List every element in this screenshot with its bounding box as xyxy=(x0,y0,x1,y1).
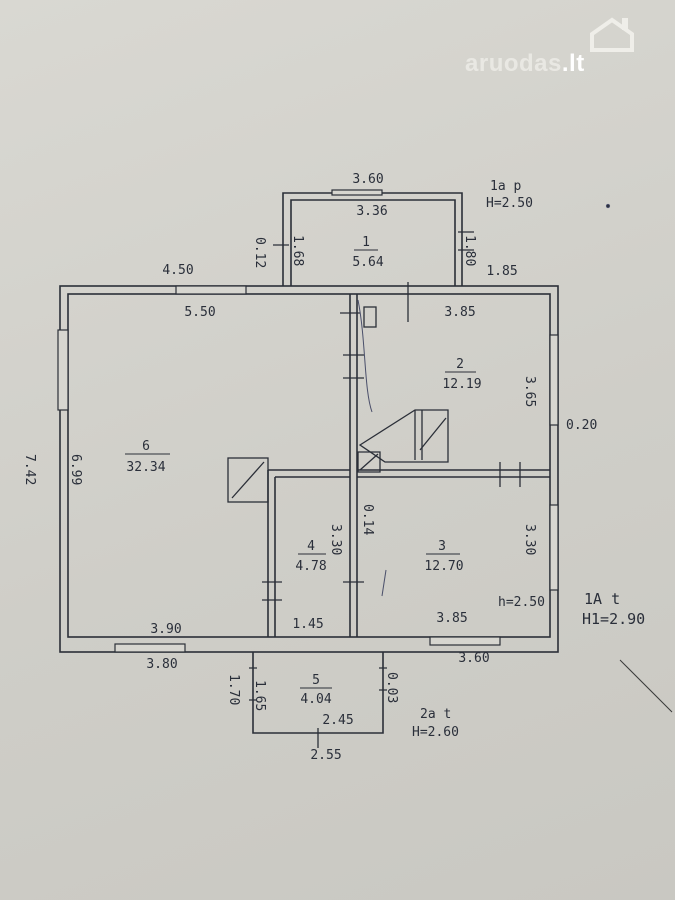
dim-top-right-window: 1.85 xyxy=(486,264,517,279)
stove-diagonal xyxy=(231,461,265,499)
dim-annex-right-depth: 1.80 xyxy=(462,235,477,266)
dim-room4-width: 1.45 xyxy=(292,617,323,632)
pen-stroke-3 xyxy=(619,659,673,713)
porch-height: H=2.60 xyxy=(412,725,459,740)
dim-inner-wall: 0.14 xyxy=(360,504,375,535)
dim-annex-outer: 3.60 xyxy=(352,172,383,187)
annex-code: 1a p xyxy=(490,179,521,194)
room6-number: 6 xyxy=(142,439,150,454)
pen-stroke-1 xyxy=(357,299,373,413)
room-labels: 1 5.64 2 12.19 3 12.70 4 4.78 5 4.04 6 3… xyxy=(125,235,482,707)
dim-room2-width-top: 3.85 xyxy=(444,305,475,320)
window-top-left xyxy=(175,285,247,295)
dim-room6-depth: 6.99 xyxy=(68,454,83,485)
annotations: 1a p H=2.50 1A t H1=2.90 2a t H=2.60 h=2… xyxy=(412,179,645,740)
window-annex xyxy=(331,189,383,196)
porch-side-ticks xyxy=(249,667,387,701)
door-ticks xyxy=(249,231,521,748)
dim-bottom-right-window: 3.60 xyxy=(458,651,489,666)
stove-block xyxy=(227,457,269,503)
room4-number: 4 xyxy=(307,539,315,554)
dim-annex-inner: 3.36 xyxy=(356,204,387,219)
room3-number: 3 xyxy=(438,539,446,554)
annex-ticks xyxy=(273,231,474,251)
porch-code: 2a t xyxy=(420,707,451,722)
dim-annex-left-depth: 1.68 xyxy=(290,235,305,266)
inner-wall-line xyxy=(67,293,551,638)
pen-stroke-2 xyxy=(381,569,387,597)
window-right-upper xyxy=(549,334,559,426)
dim-porch-outer-depth: 1.70 xyxy=(226,674,241,705)
dim-bottom-left-window: 3.80 xyxy=(146,657,177,672)
dim-porch-inner-width: 2.45 xyxy=(322,713,353,728)
dim-annex-left-wall: 0.12 xyxy=(252,237,267,268)
dim-room6-width-top: 5.50 xyxy=(184,305,215,320)
dim-room6-width-bottom: 3.90 xyxy=(150,622,181,637)
room6-area: 32.34 xyxy=(126,460,165,475)
room2-number: 2 xyxy=(456,357,464,372)
room3-area: 12.70 xyxy=(424,559,463,574)
window-right-lower xyxy=(549,504,559,591)
dim-room2-depth: 3.65 xyxy=(522,376,537,407)
stove-corner-lines xyxy=(414,410,423,460)
dim-outer-depth-left: 7.42 xyxy=(22,454,37,485)
dimensions: 3.60 3.36 0.12 1.68 1.80 4.50 1.85 5.50 … xyxy=(22,172,597,763)
stove-small-diagonal xyxy=(359,453,379,471)
dim-porch-outer-width: 2.55 xyxy=(310,748,341,763)
door-room2-room3 xyxy=(499,462,521,487)
door-room6-room2 xyxy=(343,354,364,379)
annex-height: H=2.50 xyxy=(486,196,533,211)
room1-number: 1 xyxy=(362,235,370,250)
watermark: aruodas.lt xyxy=(465,50,585,78)
room5-area: 4.04 xyxy=(300,692,331,707)
stove-small xyxy=(357,451,381,473)
room1-area: 5.64 xyxy=(352,255,383,270)
outer-wall xyxy=(59,285,559,653)
stove-corner xyxy=(358,409,449,463)
door-room4 xyxy=(262,581,282,601)
dim-porch-inner-depth: 1.65 xyxy=(252,680,267,711)
window-left xyxy=(57,329,69,411)
watermark-brand: aruodas xyxy=(465,50,562,77)
dim-room3-width: 3.85 xyxy=(436,611,467,626)
pen-marks xyxy=(357,203,673,713)
windows xyxy=(57,189,559,653)
dim-top-left-window: 4.50 xyxy=(162,263,193,278)
dim-room3-depth: 3.30 xyxy=(522,524,537,555)
chimney xyxy=(363,306,377,328)
watermark-tld: .lt xyxy=(561,50,585,77)
room5-number: 5 xyxy=(312,673,320,688)
house-height: H1=2.90 xyxy=(582,610,645,628)
window-bottom-left xyxy=(114,643,186,653)
dim-porch-wall: 0.03 xyxy=(384,672,399,703)
stove xyxy=(227,306,449,503)
room4-area: 4.78 xyxy=(295,559,326,574)
house-code: 1A t xyxy=(584,590,620,608)
pen-dot xyxy=(605,203,611,209)
dim-right-wall: 0.20 xyxy=(566,418,597,433)
room2-area: 12.19 xyxy=(442,377,481,392)
watermark-house-icon xyxy=(590,17,634,52)
dim-room4-depth: 3.30 xyxy=(328,524,343,555)
room3-height: h=2.50 xyxy=(498,595,545,610)
window-bottom-right xyxy=(429,636,501,646)
annex-inner-wall xyxy=(290,199,456,286)
stove-corner-diagonal xyxy=(419,417,447,451)
